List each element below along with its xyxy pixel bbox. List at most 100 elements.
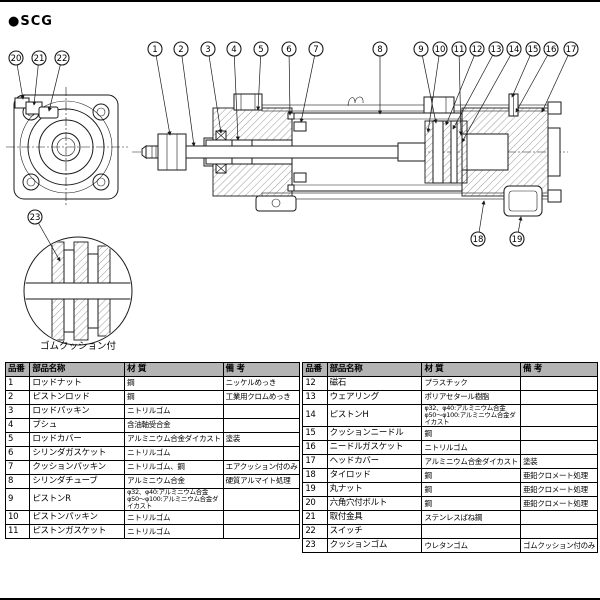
flange-outline <box>13 94 119 200</box>
piston-packing <box>424 120 434 184</box>
material-cell: 鋼 <box>421 426 521 442</box>
part-no-cell: 21 <box>302 510 328 526</box>
callout-balloon-1: 1 <box>147 41 163 57</box>
part-no-cell: 2 <box>4 390 31 405</box>
part-no-cell: 10 <box>4 510 31 526</box>
part-name-cell: ロッドパッキン <box>29 404 126 419</box>
part-no-cell: 16 <box>302 440 328 456</box>
callout-number: 23 <box>30 213 41 223</box>
piston-rod <box>145 145 426 159</box>
material-cell: 鋼 <box>421 468 521 484</box>
header-row: 品番部品名称材 質備 考 <box>302 362 599 377</box>
column-header: 品番 <box>302 362 328 377</box>
part-no-cell: 23 <box>302 538 328 554</box>
remarks-cell <box>519 524 599 540</box>
part-no-cell: 3 <box>4 404 31 419</box>
header-row: 品番部品名称材 質備 考 <box>4 362 301 377</box>
callout-balloon-12: 12 <box>469 41 485 57</box>
material-cell: プラスチック <box>421 376 521 391</box>
cushion-sleeve <box>397 142 426 162</box>
column-header: 材 質 <box>421 362 521 377</box>
column-header: 備 考 <box>519 362 599 377</box>
part-no-cell: 1 <box>4 376 31 391</box>
callout-number: 5 <box>258 45 263 55</box>
remarks-cell <box>519 510 599 526</box>
part-name-cell: ウェアリング <box>326 390 423 405</box>
column-header: 備 考 <box>222 362 301 377</box>
part-name-cell: シリンダチューブ <box>29 474 126 489</box>
part-name-cell: タイロッド <box>326 468 423 484</box>
piston-assembly <box>424 120 468 184</box>
column-header: 品番 <box>4 362 31 377</box>
part-name-cell: クッションゴム <box>326 538 423 554</box>
callout-number: 20 <box>11 54 22 64</box>
part-no-cell: 20 <box>302 496 328 512</box>
part-no-cell: 5 <box>4 432 31 447</box>
part-no-cell: 6 <box>4 446 31 461</box>
callout-number: 9 <box>418 45 423 55</box>
part-name-cell: クッションニードル <box>326 426 423 442</box>
remarks-cell: ニッケルめっき <box>222 376 301 391</box>
material-cell: ステンレスばね鋼 <box>421 510 521 526</box>
remarks-cell: エアクッション付のみ <box>222 460 301 475</box>
bore-circle <box>38 119 94 175</box>
callout-number: 2 <box>178 45 183 55</box>
detail-rod <box>25 282 131 300</box>
part-no-cell: 11 <box>4 524 31 540</box>
bushing <box>231 139 253 165</box>
callout-balloon-8: 8 <box>372 41 388 57</box>
material-cell: ニトリルゴム <box>124 446 224 461</box>
material-cell: 鋼 <box>124 376 224 391</box>
part-name-cell: ヘッドカバー <box>326 454 423 470</box>
callout-number: 17 <box>566 45 577 55</box>
head-side-port <box>423 96 455 114</box>
part-no-cell: 22 <box>302 524 328 540</box>
material-cell: 含油軸受合金 <box>124 418 224 433</box>
callout-balloon-19: 19 <box>509 231 525 247</box>
callout-balloon-2: 2 <box>173 41 189 57</box>
material-cell: ウレタンゴム <box>421 538 521 554</box>
head-counterbore <box>461 133 509 171</box>
part-name-cell: ロッドナット <box>29 376 126 391</box>
material-cell: ポリアセタール樹脂 <box>421 390 521 405</box>
remarks-cell <box>222 524 301 540</box>
part-name-cell: 取付金具 <box>326 510 423 526</box>
callout-number: 10 <box>435 45 446 55</box>
remarks-cell <box>222 404 301 419</box>
callout-number: 15 <box>528 45 539 55</box>
detail-caption: ゴムクッション付 <box>40 340 117 352</box>
part-name-cell: ロッドカバー <box>29 432 126 447</box>
series-label: ●SCG <box>8 14 53 29</box>
remarks-cell <box>519 376 599 391</box>
material-cell: φ32、φ40:アルミニウム合金 φ50〜φ100:アルミニウム合金ダイカスト <box>124 487 224 512</box>
detail-circle <box>23 236 133 346</box>
part-name-cell: ピストンH <box>326 403 423 428</box>
rod-packing <box>215 130 227 174</box>
round-nut-top <box>547 101 562 115</box>
bolt-hole <box>22 173 40 191</box>
remarks-cell <box>222 446 301 461</box>
callout-number: 7 <box>313 45 318 55</box>
remarks-cell <box>519 440 599 456</box>
material-cell: 鋼 <box>421 482 521 498</box>
callout-balloon-17: 17 <box>563 41 579 57</box>
callout-balloon-9: 9 <box>413 41 429 57</box>
part-no-cell: 7 <box>4 460 31 475</box>
callout-number: 12 <box>472 45 483 55</box>
part-no-cell: 19 <box>302 482 328 498</box>
remarks-cell <box>222 418 301 433</box>
switch <box>38 106 59 119</box>
part-name-cell: ピストンロッド <box>29 390 126 405</box>
